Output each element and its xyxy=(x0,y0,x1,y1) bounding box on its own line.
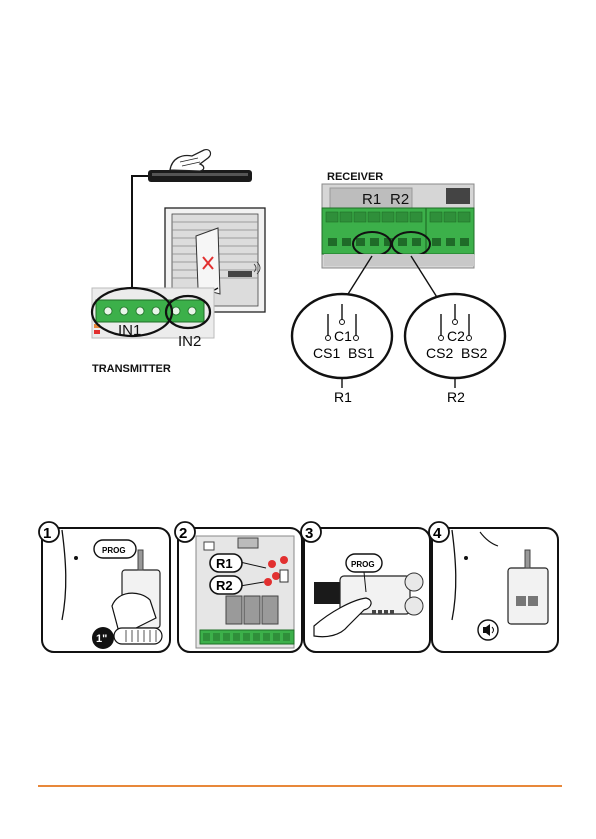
r1-bs-label: BS1 xyxy=(348,345,375,361)
step-3-panel xyxy=(304,528,430,652)
programming-steps: 1 PROG 1" 2 R1 R2 3 xyxy=(0,520,596,660)
in2-label: IN2 xyxy=(178,333,201,350)
step-2-r1-label: R1 xyxy=(216,556,233,571)
r1-group-label: R1 xyxy=(334,389,352,405)
wire xyxy=(132,176,148,298)
receiver-r2-label: R2 xyxy=(390,191,409,208)
wiring-diagram: IN1 IN2 TRANSMITTER RECEIVER R1 R2 xyxy=(0,140,596,410)
step-1-prog-label: PROG xyxy=(102,546,126,555)
transmitter-board xyxy=(92,288,214,338)
in1-label: IN1 xyxy=(118,322,141,339)
step-3-number: 3 xyxy=(305,525,313,542)
transmitter-label: TRANSMITTER xyxy=(92,363,171,375)
step-2-panel xyxy=(178,528,302,652)
step-2-number: 2 xyxy=(179,525,187,542)
receiver-r1-label: R1 xyxy=(362,191,381,208)
step-1-number: 1 xyxy=(43,525,51,542)
step-4-panel xyxy=(432,528,558,652)
step-3-prog-label: PROG xyxy=(351,560,375,569)
step-2-r2-label: R2 xyxy=(216,578,233,593)
hand-icon xyxy=(170,150,211,171)
r2-group-label: R2 xyxy=(447,389,465,405)
r2-c-label: C2 xyxy=(447,328,465,344)
r2-cs-label: CS2 xyxy=(426,345,453,361)
r1-cs-label: CS1 xyxy=(313,345,340,361)
r1-c-label: C1 xyxy=(334,328,352,344)
r2-bs-label: BS2 xyxy=(461,345,488,361)
step-4-number: 4 xyxy=(433,525,442,542)
receiver-label: RECEIVER xyxy=(327,171,383,183)
step-1-duration: 1" xyxy=(96,633,107,645)
remote-transmitter-bar xyxy=(148,170,252,182)
footer-rule xyxy=(38,785,562,787)
